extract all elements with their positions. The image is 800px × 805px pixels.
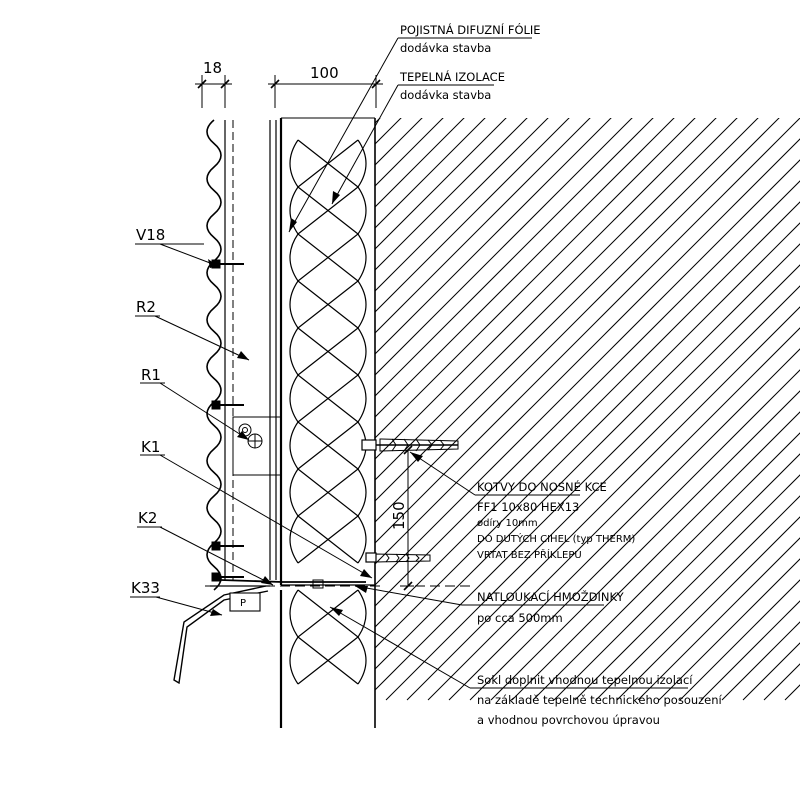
note-dowels-title: NATLOUKACÍ HMOŽDINKY	[477, 589, 625, 604]
leader-arrowheads	[208, 191, 423, 616]
label-v18: V18	[136, 226, 165, 244]
note-foil-title: POJISTNÁ DIFUZNÍ FÓLIE	[400, 22, 541, 37]
label-r2: R2	[136, 298, 156, 316]
substructure-rails	[205, 120, 470, 587]
masonry-wall	[374, 118, 800, 728]
note-anchors-brick: DO DUTÝCH CIHEL (typ THERM)	[477, 532, 635, 545]
dim-100-label: 100	[310, 64, 339, 82]
note-dowels-spacing: po cca 500mm	[477, 611, 563, 625]
note-foil-sub: dodávka stavba	[400, 41, 491, 55]
flashing-k33	[173, 585, 269, 685]
label-r1: R1	[141, 366, 161, 384]
wall-anchors	[312, 438, 459, 589]
note-insul-title: TEPELNÁ IZOLACE	[399, 69, 505, 84]
p-mark: P	[240, 598, 246, 609]
leader-lines	[130, 37, 688, 689]
dimension-150	[403, 445, 414, 591]
label-k1: K1	[141, 438, 160, 456]
note-anchors-drill: VRTAT BEZ PŘÍKLEPU	[477, 548, 582, 561]
note-sokl-3: a vhodnou povrchovou úpravou	[477, 713, 660, 727]
dimension-18	[195, 75, 232, 108]
cladding-screws	[211, 259, 244, 582]
note-anchors-spec: FF1 10x80 HEX13	[477, 500, 579, 514]
note-anchors-title: KOTVY DO NOSNÉ KCE	[477, 479, 607, 494]
dim-150-label: 150	[390, 501, 408, 530]
label-k2: K2	[138, 509, 157, 527]
corrugated-cladding	[206, 119, 222, 591]
dimension-100	[268, 75, 383, 108]
note-sokl-1: Sokl doplnit vhodnou tepelnou izolací	[477, 673, 693, 687]
thermal-insulation	[279, 117, 375, 728]
label-k33: K33	[131, 579, 160, 597]
note-anchors-hole: ødíry 10mm	[477, 517, 538, 529]
note-sokl-2: na základě tepelně technického posouzení	[477, 693, 723, 707]
note-insul-sub: dodávka stavba	[400, 88, 491, 102]
dim-18-label: 18	[203, 59, 222, 77]
